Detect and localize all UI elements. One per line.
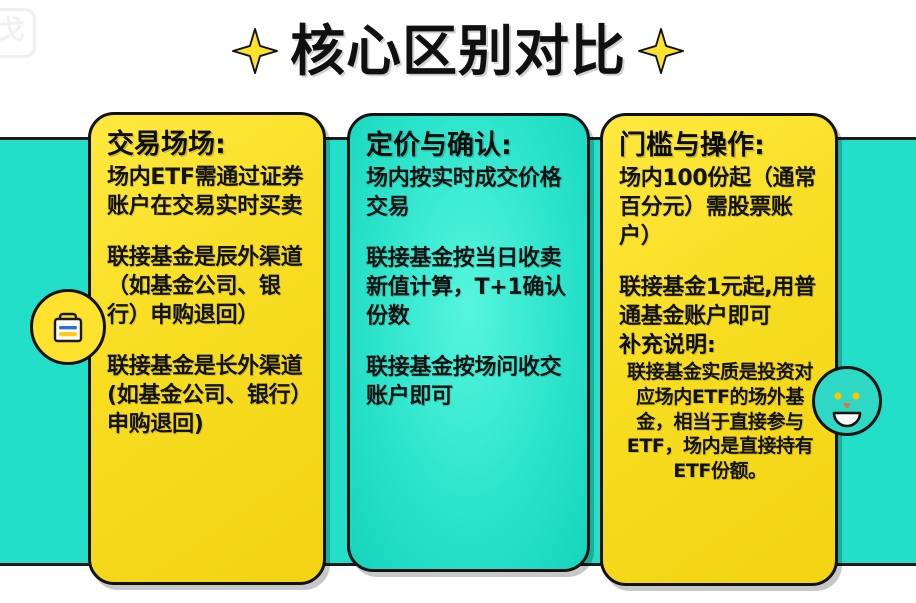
card-threshold-operation[interactable]: 门槛与操作: 场内100份起（通常百分元）需股票账户） 联接基金1元起,用普通基… (600, 113, 838, 586)
card-note-heading: 补充说明: (619, 333, 716, 359)
card-paragraph: 联接基金按场问收交账户即可 (366, 355, 562, 410)
app-watermark: 戈 (0, 8, 36, 58)
page-title-row: 核心区别对比 (0, 12, 916, 90)
page-title: 核心区别对比 (289, 18, 626, 83)
card-paragraph: 场内100份起（通常百分元）需股票账户） (619, 165, 816, 249)
card-paragraph: 联接基金1元起,用普通基金账户即可 (619, 274, 816, 329)
card-pricing-confirmation[interactable]: 定价与确认: 场内按实时成交价格交易 联接基金按当日收卖新值计算，T+1确认份数… (347, 113, 590, 572)
sparkle-icon-right (638, 28, 684, 75)
card-paragraph: 联接基金按当日收卖新值计算，T+1确认份数 (366, 245, 566, 329)
card-heading: 定价与确认: (366, 130, 512, 161)
card-heading: 门槛与操作: (619, 130, 765, 161)
smiley-face-glyph (832, 392, 862, 428)
briefcase-glyph (53, 312, 83, 343)
card-paragraph: 场内按实时成交价格交易 (366, 165, 562, 220)
card-note-body: 联接基金实质是投资对应场内ETF的场外基金，相当于直接参与ETF，场内是直接持有… (626, 361, 814, 483)
card-trading-venue[interactable]: 交易场场: 场内ETF需通过证券账户在交易实时买卖 联接基金是辰外渠道（如基金公… (88, 112, 326, 585)
briefcase-icon (30, 289, 106, 365)
card-paragraph: 场内ETF需通过证券账户在交易实时买卖 (107, 164, 304, 219)
card-paragraph: 联接基金是辰外渠道（如基金公司、银行）申购退回） (107, 244, 303, 328)
card-paragraph: 联接基金是长外渠道(如基金公司、银行）申购退回) (107, 354, 303, 438)
sparkle-icon-left (231, 28, 278, 75)
smiley-face-icon (812, 366, 882, 436)
card-heading: 交易场场: (107, 129, 226, 160)
